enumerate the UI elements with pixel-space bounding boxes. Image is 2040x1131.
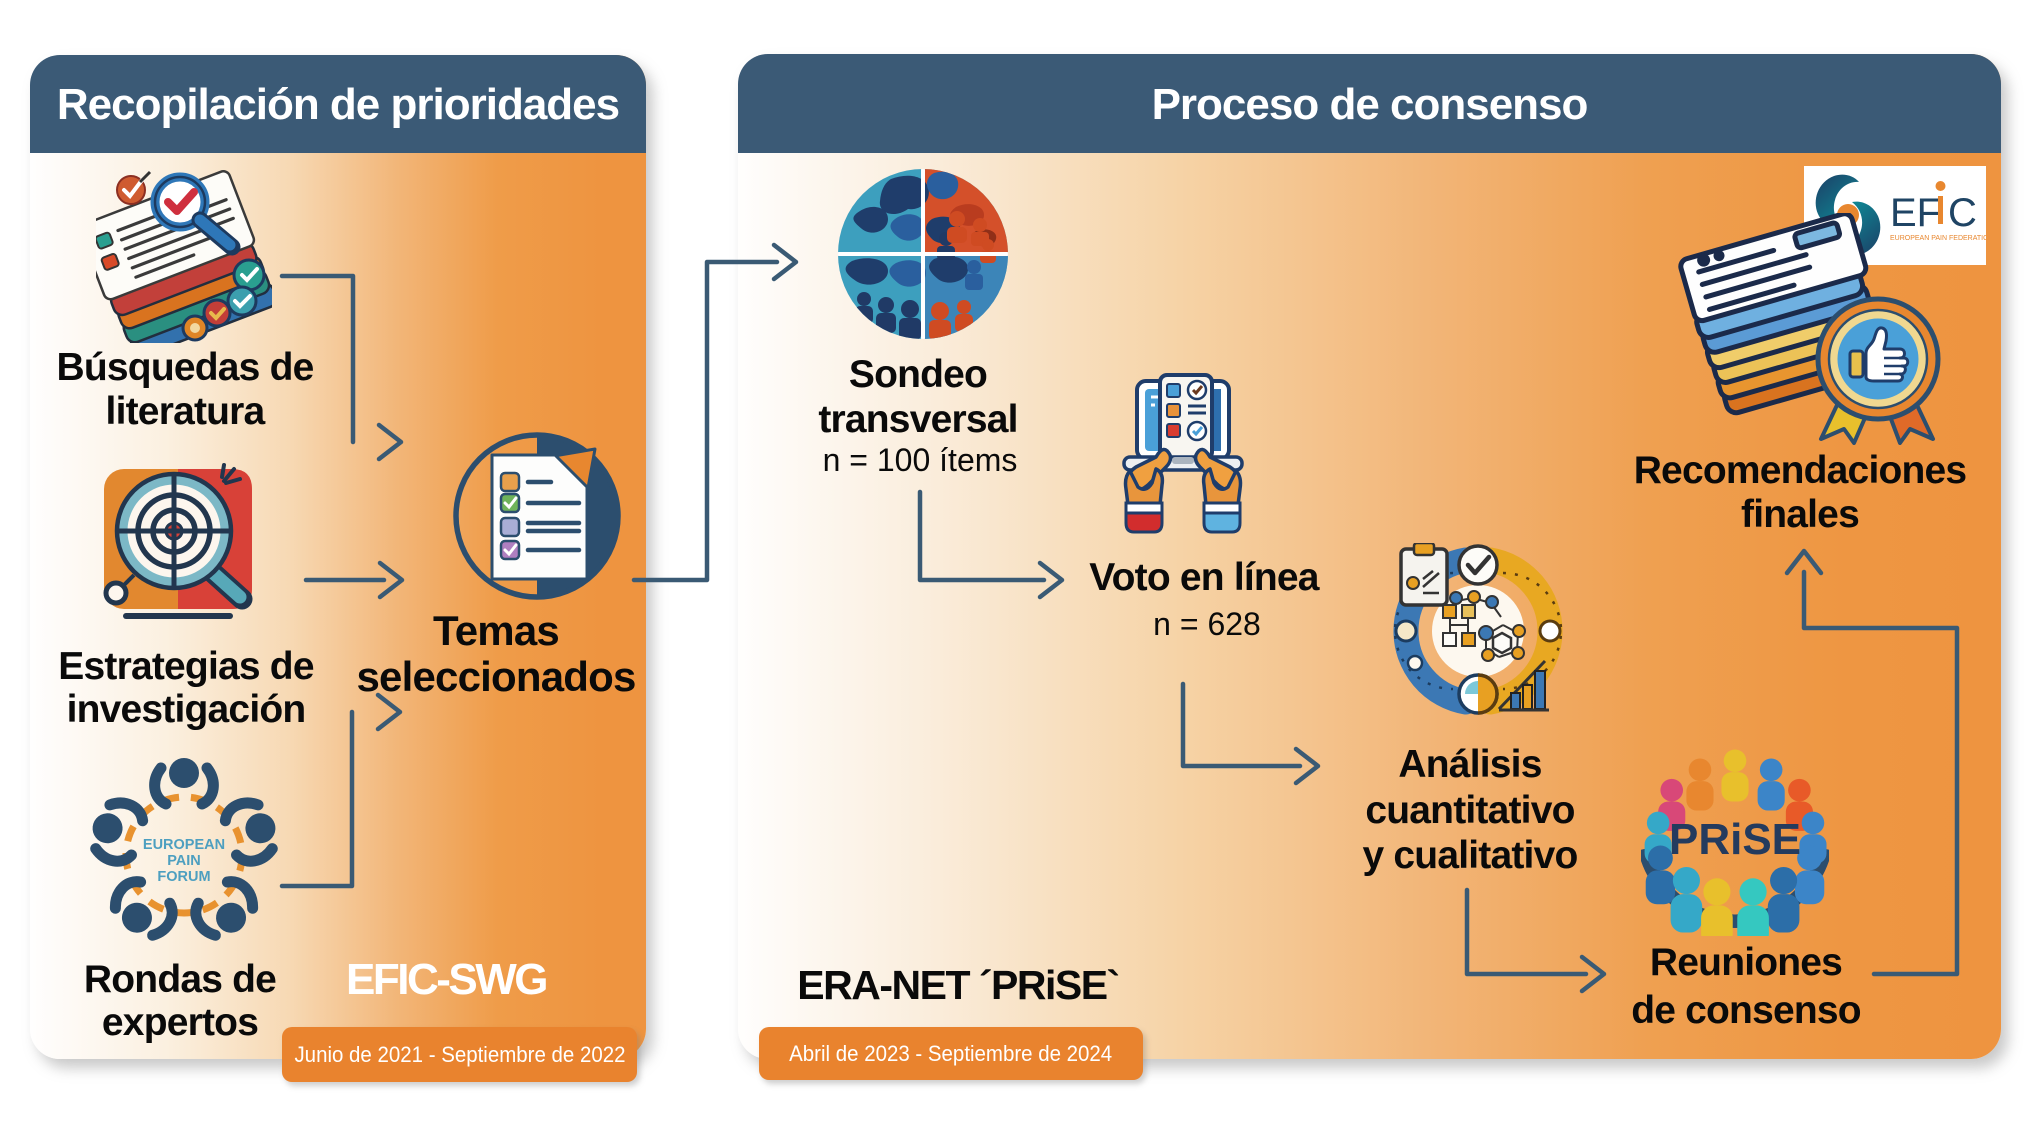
- svg-text:EF: EF: [1890, 191, 1941, 235]
- svg-text:C: C: [1948, 191, 1977, 235]
- svg-text:PRiSE: PRiSE: [1669, 815, 1801, 864]
- svg-text:FORUM: FORUM: [157, 869, 210, 885]
- svg-text:EUROPEAN: EUROPEAN: [143, 837, 225, 853]
- svg-text:EUROPEAN PAIN FEDERATION: EUROPEAN PAIN FEDERATION: [1890, 235, 1986, 242]
- svg-text:PAIN: PAIN: [167, 853, 201, 869]
